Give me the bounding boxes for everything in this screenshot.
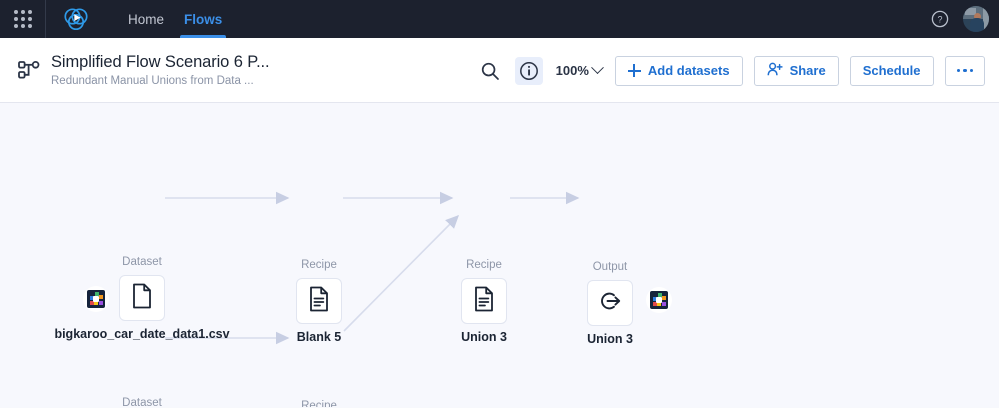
share-person-icon: [767, 62, 783, 80]
tableau-prep-logo[interactable]: [62, 5, 90, 33]
flow-node-union3-output[interactable]: Output Union 3: [587, 261, 633, 346]
share-button[interactable]: Share: [753, 55, 839, 86]
flow-title-block: Simplified Flow Scenario 6 P... Redundan…: [51, 52, 270, 89]
plus-icon: [627, 64, 641, 77]
flow-canvas[interactable]: Dataset bigkaroo_car_date_data1.csv Reci…: [0, 103, 999, 407]
avatar[interactable]: [963, 6, 989, 32]
node-card[interactable]: [461, 278, 507, 324]
help-circle-icon[interactable]: ?: [931, 10, 949, 28]
node-type-label: Recipe: [301, 259, 337, 271]
node-type-label: Output: [592, 261, 628, 273]
node-type-label: Recipe: [466, 259, 502, 271]
search-icon[interactable]: [476, 57, 504, 85]
info-circle-icon[interactable]: [514, 56, 543, 85]
node-name-label: Union 3: [461, 330, 507, 344]
page-subtitle: Redundant Manual Unions from Data ...: [51, 74, 254, 87]
flow-node-blank5[interactable]: Recipe Blank 5: [296, 259, 342, 344]
flow-node-dataset1[interactable]: Dataset bigkaroo_car_date_data1.csv: [54, 256, 229, 341]
output-arrow-icon: [597, 289, 623, 318]
add-datasets-label: Add datasets: [647, 63, 730, 78]
flow-header: Simplified Flow Scenario 6 P... Redundan…: [0, 38, 999, 103]
header-actions: 100% Add datasets Share Schedule: [476, 38, 985, 103]
ellipsis-icon: [956, 68, 973, 73]
apps-grid-button[interactable]: [0, 0, 46, 38]
zoom-level-value: 100%: [555, 63, 589, 78]
recipe-document-icon: [473, 286, 495, 317]
nav-link-home[interactable]: Home: [128, 11, 165, 27]
schedule-button[interactable]: Schedule: [849, 55, 934, 86]
apps-grid-icon: [13, 10, 32, 28]
node-type-label: Recipe: [301, 400, 337, 407]
more-options-button[interactable]: [944, 55, 985, 86]
flow-node-union3-recipe[interactable]: Recipe Union 3: [461, 259, 507, 344]
nav-link-flows[interactable]: Flows: [174, 0, 232, 38]
node-name-label: Blank 5: [296, 330, 342, 344]
share-label: Share: [789, 63, 826, 78]
node-card[interactable]: [119, 275, 165, 321]
zoom-level-control[interactable]: 100%: [554, 61, 604, 78]
chevron-down-icon: [591, 61, 604, 75]
tableau-datasource-badge[interactable]: [648, 289, 670, 311]
node-card[interactable]: [587, 280, 633, 326]
svg-text:?: ?: [937, 15, 942, 25]
node-type-label: Dataset: [122, 397, 162, 407]
schedule-label: Schedule: [862, 63, 921, 78]
node-name-label: bigkaroo_car_date_data1.csv: [54, 327, 230, 341]
edge-blank6-union3: [343, 214, 460, 332]
add-datasets-button[interactable]: Add datasets: [614, 55, 743, 86]
recipe-document-icon: [308, 286, 330, 317]
flow-edges: [165, 191, 580, 345]
node-card[interactable]: [296, 278, 342, 324]
node-type-label: Dataset: [122, 256, 162, 268]
tableau-datasource-badge[interactable]: [85, 288, 107, 310]
flow-branch-icon: [17, 58, 41, 82]
main-nav-links: Home Flows: [118, 0, 232, 38]
top-navigation-bar: Home Flows ?: [0, 0, 999, 38]
node-name-label: Union 3: [587, 332, 633, 346]
top-nav-right-actions: ?: [931, 0, 989, 38]
page-title: Simplified Flow Scenario 6 P...: [51, 52, 270, 71]
file-document-icon: [131, 283, 153, 314]
